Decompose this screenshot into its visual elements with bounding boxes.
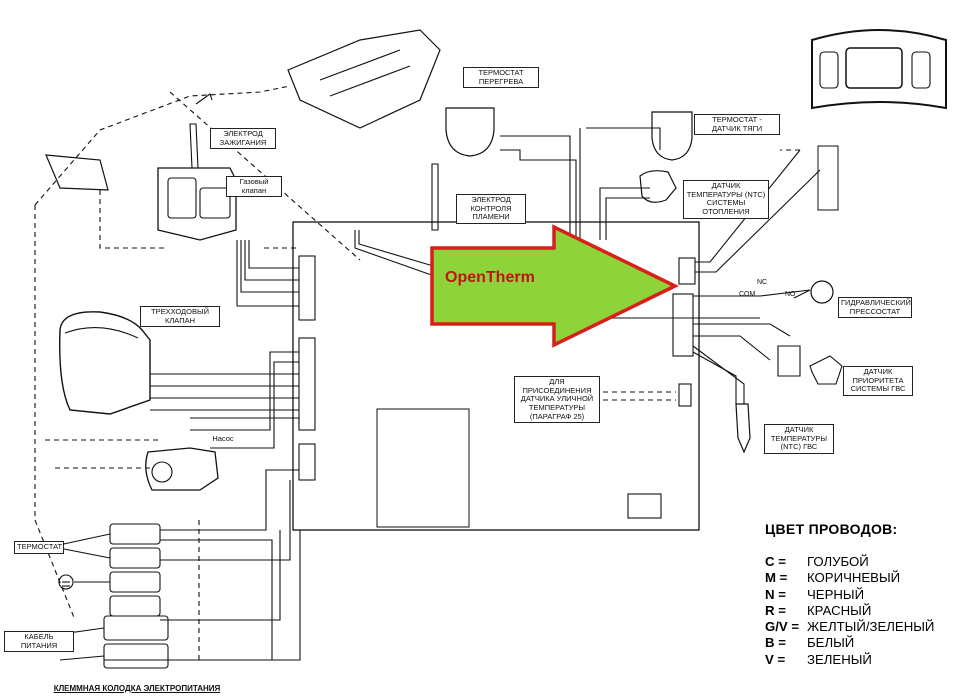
switch-nc: NC bbox=[757, 279, 768, 286]
legend-color: КОРИЧНЕВЫЙ bbox=[807, 570, 901, 586]
chassis-bracket bbox=[287, 29, 441, 129]
legend-row: M = КОРИЧНЕВЫЙ bbox=[765, 570, 950, 586]
ntc-heating-sensor bbox=[639, 170, 677, 203]
gas-valve-body bbox=[157, 167, 237, 241]
legend-code: R = bbox=[765, 602, 786, 618]
three-way-valve-body bbox=[59, 311, 151, 415]
legend-code: N = bbox=[765, 586, 786, 602]
legend-row: C = ГОЛУБОЙ bbox=[765, 554, 950, 570]
label-power-cable: КАБЕЛЬ ПИТАНИЯ bbox=[4, 631, 74, 653]
legend-title: ЦВЕТ ПРОВОДОВ: bbox=[765, 521, 898, 537]
legend-code: C = bbox=[765, 554, 786, 569]
label-outdoor-sensor: ДЛЯ ПРИСОЕДИНЕНИЯ ДАТЧИКА УЛИЧНОЙ ТЕМПЕР… bbox=[514, 376, 600, 424]
label-hydraulic-pressostat: ГИДРАВЛИЧЕСКИЙ ПРЕССОСТАТ bbox=[838, 297, 912, 319]
switch-com: COM bbox=[739, 291, 756, 298]
legend-row: G/V = ЖЕЛТЫЙ/ЗЕЛЕНЫЙ bbox=[765, 619, 950, 635]
overheat-thermostat bbox=[445, 107, 495, 157]
earth-line-left bbox=[34, 205, 76, 621]
legend-code: M = bbox=[765, 570, 788, 586]
terminal-6 bbox=[103, 643, 169, 669]
terminal-2 bbox=[109, 547, 161, 569]
legend-code: G/V = bbox=[765, 619, 800, 635]
label-flame-electrode: ЭЛЕКТРОД КОНТРОЛЯ ПЛАМЕНИ bbox=[456, 194, 526, 224]
legend-code: V = bbox=[765, 651, 786, 667]
switch-no: NO bbox=[785, 291, 796, 298]
legend-color: ЗЕЛЕНЫЙ bbox=[807, 651, 872, 667]
label-thermostat-overheat: ТЕРМОСТАТ ПЕРЕГРЕВА bbox=[463, 67, 539, 89]
legend-row: V = ЗЕЛЕНЫЙ bbox=[765, 652, 950, 668]
connector-cn1 bbox=[298, 255, 316, 321]
label-terminal-block: КЛЕММНАЯ КОЛОДКА ЭЛЕКТРОПИТАНИЯ bbox=[53, 684, 221, 693]
transformer-block bbox=[376, 408, 470, 528]
legend-row: R = КРАСНЫЙ bbox=[765, 603, 950, 619]
terminal-5 bbox=[103, 615, 169, 641]
legend-color: КРАСНЫЙ bbox=[807, 602, 872, 618]
terminal-1 bbox=[109, 523, 161, 545]
legend-color: ЧЕРНЫЙ bbox=[807, 586, 865, 602]
label-thermostat-draft: ТЕРМОСТАТ - ДАТЧИК ТЯГИ bbox=[694, 114, 780, 136]
remote-control-device bbox=[811, 29, 947, 110]
pump-body bbox=[145, 447, 219, 491]
connector-right-1 bbox=[678, 257, 696, 285]
legend-color: ЖЕЛТЫЙ/ЗЕЛЕНЫЙ bbox=[807, 619, 935, 635]
legend-row: B = БЕЛЫЙ bbox=[765, 635, 950, 651]
label-ntc-heating: ДАТЧИК ТЕМПЕРАТУРЫ (NTC) СИСТЕМЫ ОТОПЛЕН… bbox=[683, 180, 769, 219]
wire-color-legend: ЦВЕТ ПРОВОДОВ: C =ГОЛУБОЙ M =КОРИЧНЕВЫЙ … bbox=[765, 521, 950, 668]
connector-cn2 bbox=[298, 337, 316, 431]
opentherm-arrow bbox=[430, 224, 679, 348]
legend-color: ГОЛУБОЙ bbox=[807, 554, 869, 569]
draft-thermostat bbox=[651, 111, 693, 161]
label-pump: Насос bbox=[212, 434, 234, 443]
earth-bracket bbox=[45, 154, 109, 191]
label-gas-valve: Газовый клапан bbox=[226, 176, 282, 198]
label-room-thermostat: ТЕРМОСТАТ bbox=[14, 541, 64, 554]
opentherm-label: OpenTherm bbox=[445, 269, 535, 286]
terminal-3 bbox=[109, 571, 161, 593]
remote-terminal-strip bbox=[817, 145, 839, 211]
label-ignition-electrode: ЭЛЕКТРОД ЗАЖИГАНИЯ bbox=[210, 128, 276, 150]
label-dhw-priority: ДАТЧИК ПРИОРИТЕТА СИСТЕМЫ ГВС bbox=[843, 366, 913, 396]
legend-code: B = bbox=[765, 635, 786, 651]
legend-color: БЕЛЫЙ bbox=[807, 635, 855, 651]
earth-line-top bbox=[34, 85, 291, 206]
connector-cn3 bbox=[298, 443, 316, 481]
label-three-way-valve: ТРЕХХОДОВЫЙ КЛАПАН bbox=[140, 306, 220, 328]
pressostat-symbol bbox=[810, 280, 834, 304]
label-ntc-dhw: ДАТЧИК ТЕМПЕРАТУРЫ (NTC) ГВС bbox=[764, 424, 834, 454]
terminal-4 bbox=[109, 595, 161, 617]
ntc-dhw-sensor bbox=[735, 403, 751, 454]
connector-right-2 bbox=[672, 293, 694, 357]
legend-row: N = ЧЕРНЫЙ bbox=[765, 587, 950, 603]
